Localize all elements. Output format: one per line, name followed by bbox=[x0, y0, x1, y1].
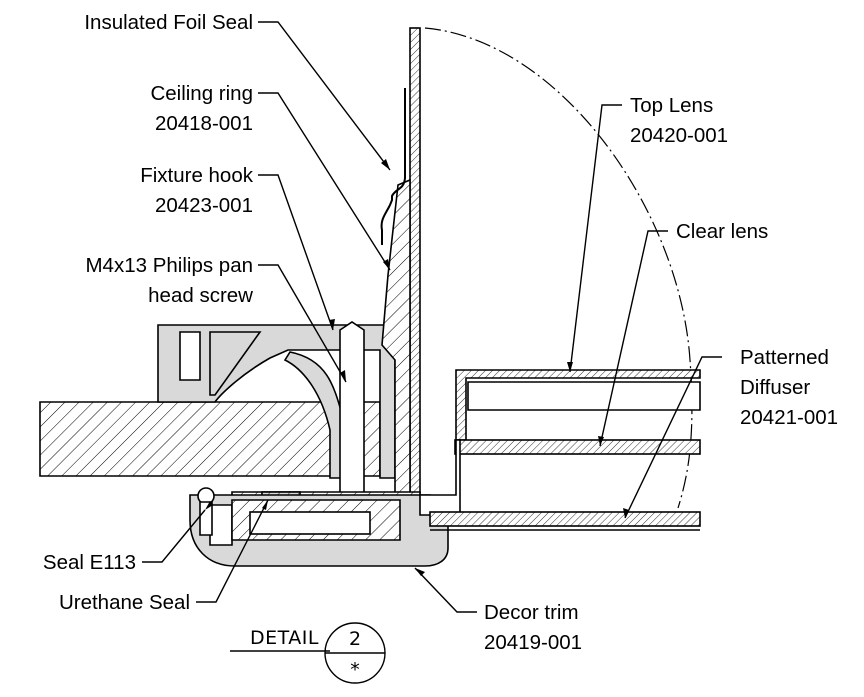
label-fixture-hook-part: 20423-001 bbox=[155, 194, 253, 217]
label-decor-trim-part: 20419-001 bbox=[484, 631, 582, 654]
label-screw-line1: M4x13 Philips pan bbox=[85, 254, 253, 277]
label-seal-e113: Seal E113 bbox=[43, 551, 136, 574]
clear-lens bbox=[454, 439, 701, 455]
detail-label: DETAIL bbox=[250, 627, 319, 649]
detail-number: 2 bbox=[349, 628, 361, 650]
leaders bbox=[142, 21, 722, 613]
arrowheads bbox=[205, 159, 629, 576]
label-clear-lens: Clear lens bbox=[676, 220, 768, 243]
label-decor-trim-name: Decor trim bbox=[484, 601, 579, 624]
label-top-lens-name: Top Lens bbox=[630, 94, 713, 117]
foil-seal bbox=[380, 88, 406, 245]
label-insulated-foil-seal: Insulated Foil Seal bbox=[84, 11, 253, 34]
label-fixture-hook-name: Fixture hook bbox=[140, 164, 254, 187]
lens-frame bbox=[419, 439, 461, 516]
fixture-hook-rib bbox=[179, 331, 201, 381]
ceiling-ring bbox=[381, 178, 411, 506]
screw-shank bbox=[339, 321, 365, 506]
fixture-hook-rib-2 bbox=[209, 331, 262, 396]
fixture-hook-arm bbox=[283, 351, 346, 479]
label-diffuser-part: 20421-001 bbox=[740, 406, 838, 429]
vertical-wall bbox=[409, 27, 421, 504]
label-diffuser-line2: Diffuser bbox=[740, 376, 810, 399]
top-lens-inner bbox=[467, 381, 701, 411]
label-ceiling-ring-part: 20418-001 bbox=[155, 112, 253, 135]
label-diffuser-line1: Patterned bbox=[740, 346, 829, 369]
decor-trim-window bbox=[249, 511, 371, 535]
label-ceiling-ring-name: Ceiling ring bbox=[150, 82, 253, 105]
label-screw-line2: head screw bbox=[148, 284, 253, 307]
seal-e113-leg bbox=[199, 501, 213, 536]
label-urethane-seal: Urethane Seal bbox=[59, 591, 190, 614]
decor-trim-inner bbox=[209, 504, 233, 546]
label-top-lens-part: 20420-001 bbox=[630, 124, 728, 147]
detail-callout: DETAIL 2 * bbox=[230, 622, 386, 684]
detail-sheet: * bbox=[350, 659, 360, 681]
patterned-diffuser bbox=[429, 511, 701, 527]
